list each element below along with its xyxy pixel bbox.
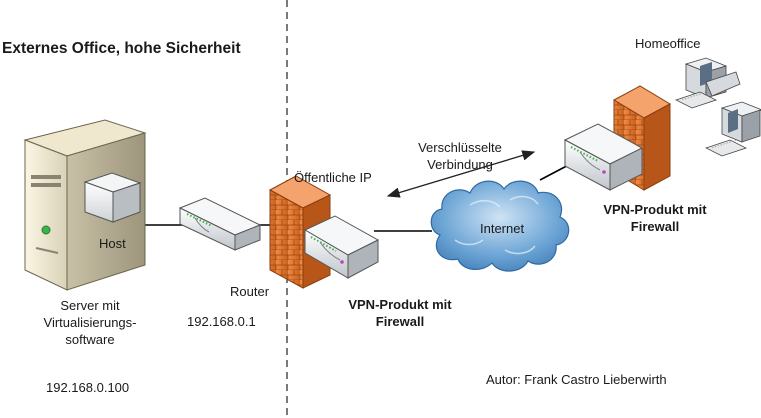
homeoffice-computer-icon-1 bbox=[674, 57, 741, 109]
tunnel-line2: Verbindung bbox=[427, 157, 493, 172]
encrypted-tunnel-arrow bbox=[386, 150, 536, 198]
router-ip: 192.168.0.1 bbox=[187, 314, 256, 329]
author-credit: Autor: Frank Castro Lieberwirth bbox=[486, 372, 667, 387]
vpn-remote-line1: VPN-Produkt mit bbox=[603, 202, 707, 217]
vpn-device-local-icon bbox=[303, 215, 380, 279]
host-box-icon bbox=[83, 172, 142, 223]
tunnel-caption: Verschlüsselte Verbindung bbox=[400, 139, 520, 173]
diagram-title: Externes Office, hohe Sicherheit bbox=[2, 40, 241, 57]
vpn-remote-line2: Firewall bbox=[630, 219, 680, 234]
router-label: Router bbox=[230, 284, 270, 299]
router-icon bbox=[178, 197, 262, 251]
server-icon bbox=[23, 119, 147, 291]
server-caption-line3: software bbox=[65, 332, 115, 347]
vpn-remote-caption: VPN-Produkt mit Firewall bbox=[590, 201, 720, 235]
vpn-local-line1: VPN-Produkt mit bbox=[348, 297, 452, 312]
server-caption: Server mit Virtualisierungs- software bbox=[30, 297, 150, 348]
public-ip-label: Öffentliche IP bbox=[294, 170, 372, 185]
vpn-local-line2: Firewall bbox=[375, 314, 425, 329]
homeoffice-label: Homeoffice bbox=[635, 36, 701, 51]
host-label: Host bbox=[99, 236, 126, 251]
internet-label: Internet bbox=[480, 221, 525, 236]
server-ip: 192.168.0.100 bbox=[46, 380, 130, 395]
server-caption-line1: Server mit bbox=[60, 298, 120, 313]
vpn-device-remote-icon bbox=[563, 123, 644, 191]
internet-cloud-icon bbox=[430, 180, 570, 272]
tunnel-line1: Verschlüsselte bbox=[418, 140, 502, 155]
vpn-local-caption: VPN-Produkt mit Firewall bbox=[335, 296, 465, 330]
homeoffice-computer-icon-2 bbox=[704, 101, 761, 157]
server-caption-line2: Virtualisierungs- bbox=[43, 315, 137, 330]
